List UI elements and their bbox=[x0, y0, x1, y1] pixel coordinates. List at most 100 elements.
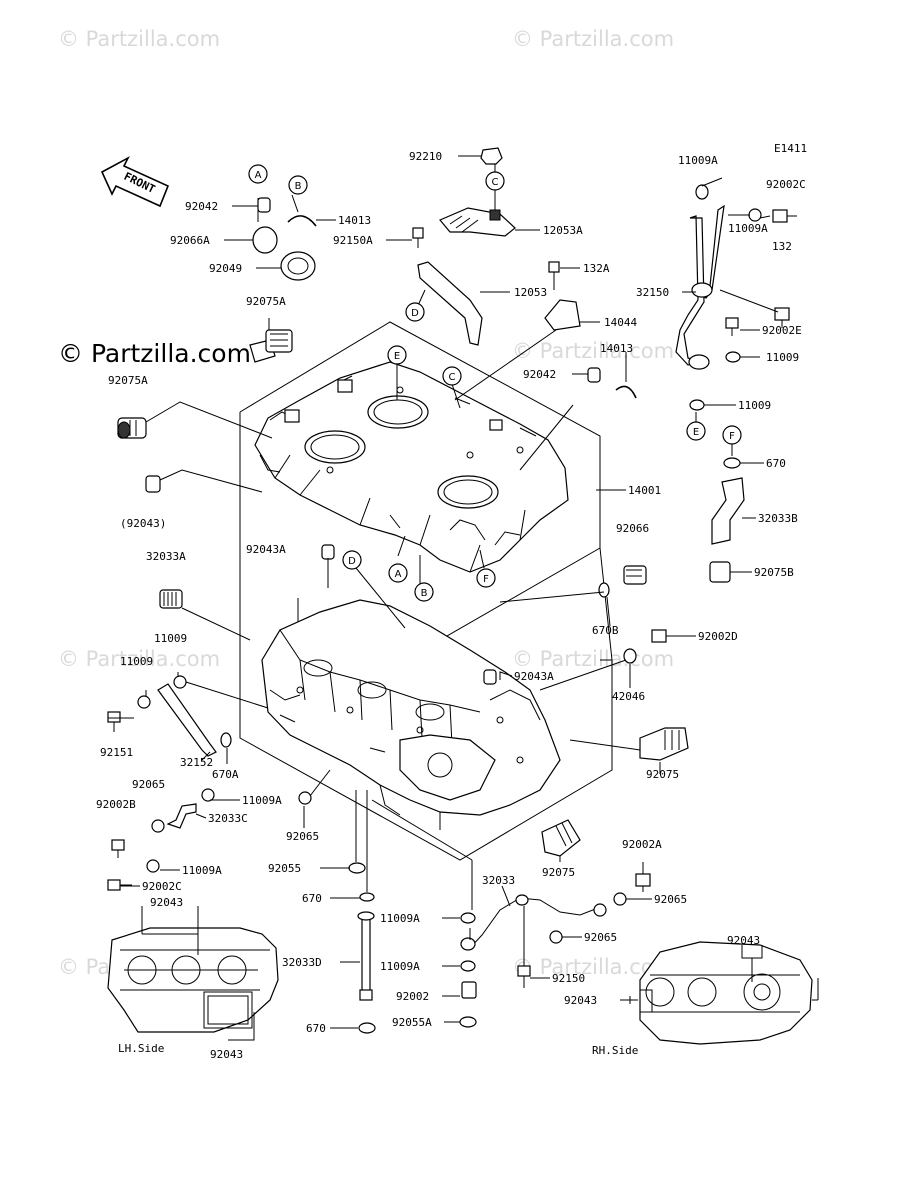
watermark-top-right: © Partzilla.com bbox=[512, 27, 674, 51]
part-label: 11009 bbox=[738, 399, 771, 412]
front-arrow-icon: FRONT bbox=[100, 156, 170, 208]
callout-b-top: B bbox=[288, 175, 308, 195]
part-label: 670 bbox=[766, 457, 786, 470]
part-label: 92065 bbox=[584, 931, 617, 944]
diagram-code: E1411 bbox=[774, 142, 807, 155]
part-label: 670 bbox=[302, 892, 322, 905]
part-labels: 92210 92042 14013 12053A 92066A 92150A 9… bbox=[96, 150, 806, 1061]
part-label: 92075A bbox=[108, 374, 148, 387]
svg-text:C: C bbox=[449, 372, 456, 383]
part-label: (92043) bbox=[120, 517, 166, 530]
part-label: 14001 bbox=[628, 484, 661, 497]
svg-text:D: D bbox=[348, 556, 356, 567]
part-label: 92065 bbox=[286, 830, 319, 843]
callout-f-right: F bbox=[722, 425, 742, 445]
lh-side-label: LH.Side bbox=[118, 1042, 164, 1055]
rh-side-view bbox=[639, 941, 813, 1045]
part-shapes bbox=[107, 147, 637, 891]
callout-b-case: B bbox=[414, 582, 434, 602]
svg-text:D: D bbox=[411, 308, 419, 319]
callout-d-top: D bbox=[405, 302, 425, 322]
part-label: 92043 bbox=[564, 994, 597, 1007]
callout-d-case: D bbox=[342, 550, 362, 570]
callout-c-case: C bbox=[442, 366, 462, 386]
part-label: 92150A bbox=[333, 234, 373, 247]
part-label: 92002C bbox=[766, 178, 806, 191]
part-label: 11009 bbox=[154, 632, 187, 645]
callout-e-top: E bbox=[387, 345, 407, 365]
watermark-right-1: © Partzilla.com bbox=[512, 647, 674, 671]
part-label: 11009 bbox=[120, 655, 153, 668]
part-label: 92043 bbox=[210, 1048, 243, 1061]
part-label: 92065 bbox=[132, 778, 165, 791]
part-label: 670 bbox=[306, 1022, 326, 1035]
part-label: 92049 bbox=[209, 262, 242, 275]
part-label: 32033D bbox=[282, 956, 322, 969]
part-label: 92150 bbox=[552, 972, 585, 985]
part-label: 11009A bbox=[182, 864, 222, 877]
part-label: 670B bbox=[592, 624, 619, 637]
part-label: 92210 bbox=[409, 150, 442, 163]
svg-text:F: F bbox=[483, 574, 489, 585]
part-label: 92075B bbox=[754, 566, 794, 579]
lower-crankcase bbox=[261, 599, 561, 830]
part-label: 32033 bbox=[482, 874, 515, 887]
watermark-left-1: © Partzilla.com bbox=[58, 647, 220, 671]
part-label: 11009A bbox=[678, 154, 718, 167]
part-label: 92042 bbox=[185, 200, 218, 213]
upper-crankcase bbox=[254, 361, 569, 573]
part-label: 92042 bbox=[523, 368, 556, 381]
part-label: 670A bbox=[212, 768, 239, 781]
part-label: 92002D bbox=[698, 630, 738, 643]
callout-circles: A B C D E C A B F D E F bbox=[248, 164, 742, 602]
svg-text:E: E bbox=[394, 351, 400, 362]
part-label: 92065 bbox=[654, 893, 687, 906]
watermark-main: © Partzilla.com bbox=[58, 339, 251, 368]
callout-e-right: E bbox=[686, 421, 706, 441]
part-label: 42046 bbox=[612, 690, 645, 703]
part-label: 11009A bbox=[728, 222, 768, 235]
lh-side-view bbox=[107, 927, 279, 1033]
part-label: 92075A bbox=[246, 295, 286, 308]
part-label: 92043 bbox=[150, 896, 183, 909]
rh-side-label: RH.Side bbox=[592, 1044, 638, 1057]
part-label: 92043A bbox=[246, 543, 286, 556]
part-label: 92002E bbox=[762, 324, 802, 337]
part-label: 11009A bbox=[380, 960, 420, 973]
part-label: 11009 bbox=[766, 351, 799, 364]
part-label: 14013 bbox=[600, 342, 633, 355]
part-label: 92055A bbox=[392, 1016, 432, 1029]
watermark-top-left: © Partzilla.com bbox=[58, 27, 220, 51]
part-label: 132 bbox=[772, 240, 792, 253]
part-label: 11009A bbox=[242, 794, 282, 807]
callout-a-case: A bbox=[388, 563, 408, 583]
part-label: 92002C bbox=[142, 880, 182, 893]
part-label: 92043A bbox=[514, 670, 554, 683]
part-label: 32033C bbox=[208, 812, 248, 825]
part-label: 14044 bbox=[604, 316, 637, 329]
part-label: 32152 bbox=[180, 756, 213, 769]
right-parts bbox=[348, 184, 797, 1034]
svg-text:B: B bbox=[421, 588, 428, 599]
svg-text:A: A bbox=[395, 569, 402, 580]
part-label: 92075 bbox=[646, 768, 679, 781]
part-label: 92075 bbox=[542, 866, 575, 879]
part-label: 92002 bbox=[396, 990, 429, 1003]
svg-text:F: F bbox=[729, 431, 735, 442]
part-label: 92043 bbox=[727, 934, 760, 947]
svg-text:C: C bbox=[492, 177, 499, 188]
watermark-mid: © Partzilla.com bbox=[512, 339, 674, 363]
part-label: 92151 bbox=[100, 746, 133, 759]
callout-c-top: C bbox=[485, 171, 505, 191]
part-label: 92066A bbox=[170, 234, 210, 247]
part-label: 12053 bbox=[514, 286, 547, 299]
part-label: 12053A bbox=[543, 224, 583, 237]
part-label: 32033A bbox=[146, 550, 186, 563]
part-label: 132A bbox=[583, 262, 610, 275]
leader-lines bbox=[108, 155, 819, 1041]
svg-text:B: B bbox=[295, 181, 302, 192]
svg-text:A: A bbox=[255, 170, 262, 181]
part-label: 32150 bbox=[636, 286, 669, 299]
part-label: 92055 bbox=[268, 862, 301, 875]
